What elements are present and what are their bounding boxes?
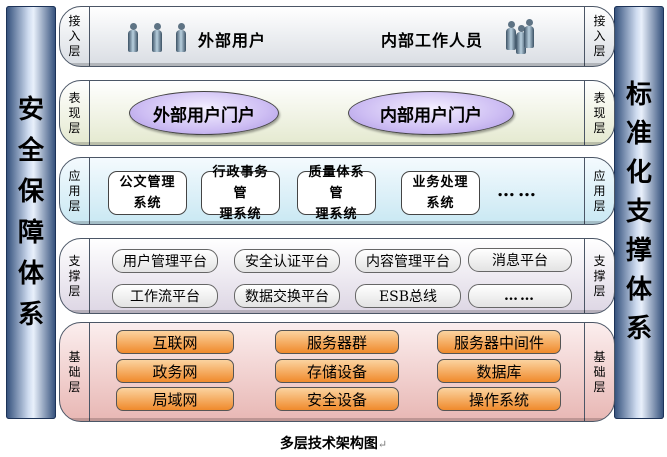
- pillar-char: 标: [625, 80, 652, 110]
- layer-label-right: 支撑层: [584, 239, 614, 313]
- data-exchange-platform[interactable]: 数据交换平台: [234, 284, 340, 308]
- external-user-portal[interactable]: 外部用户门户: [129, 91, 279, 135]
- internal-user-portal[interactable]: 内部用户门户: [348, 91, 514, 135]
- user-icon: [175, 23, 187, 53]
- internet-item[interactable]: 互联网: [116, 330, 234, 354]
- pillar-char: 支: [625, 197, 652, 227]
- storage-device-item[interactable]: 存储设备: [275, 359, 399, 383]
- layer-label-right: 应用层: [584, 158, 614, 224]
- paragraph-mark: ↵: [377, 438, 388, 451]
- workflow-platform[interactable]: 工作流平台: [112, 284, 218, 308]
- government-network-item[interactable]: 政务网: [116, 359, 234, 383]
- layer-label-right: 基础层: [584, 323, 614, 421]
- message-platform[interactable]: 消息平台: [468, 248, 572, 272]
- pillar-char: 系: [625, 314, 652, 344]
- foundation-layer: 基础层 互联网 政务网 局域网 服务器群 存储设备 安全设备 服务器中间件 数据…: [59, 322, 615, 422]
- application-layer: 应用层 公文管理系统 行政事务管理系统 质量体系管理系统 业务处理系统 …… 应…: [59, 157, 615, 225]
- staff-icon: [515, 25, 527, 55]
- pillar-char: 撑: [625, 236, 652, 266]
- diagram-caption: 多层技术架构图↵: [0, 433, 667, 453]
- content-management-platform[interactable]: 内容管理平台: [355, 249, 461, 273]
- pillar-char: 全: [17, 135, 44, 166]
- standardization-system-pillar: 标 准 化 支 撑 体 系: [614, 6, 664, 419]
- layer-label-left: 基础层: [60, 323, 90, 421]
- layer-label-left: 应用层: [60, 158, 90, 224]
- pillar-char: 准: [625, 119, 652, 149]
- pillar-char: 保: [17, 176, 44, 207]
- support-layer: 支撑层 用户管理平台 安全认证平台 内容管理平台 消息平台 工作流平台 数据交换…: [59, 238, 615, 314]
- access-layer: 接入层 外部用户 内部工作人员 接入层: [59, 6, 615, 67]
- more-platforms-ellipsis: ……: [468, 284, 572, 308]
- staff-icon: [523, 19, 535, 49]
- pillar-char: 体: [17, 258, 44, 289]
- layer-label-left: 表现层: [60, 81, 90, 145]
- user-icon: [127, 23, 139, 53]
- security-device-item[interactable]: 安全设备: [275, 387, 399, 411]
- pillar-char: 系: [17, 299, 44, 330]
- user-icon: [151, 23, 163, 53]
- database-item[interactable]: 数据库: [437, 359, 561, 383]
- operating-system-item[interactable]: 操作系统: [437, 387, 561, 411]
- server-cluster-item[interactable]: 服务器群: [275, 330, 399, 354]
- pillar-char: 化: [625, 158, 652, 188]
- caption-text: 多层技术架构图: [279, 436, 378, 452]
- document-management-system[interactable]: 公文管理系统: [108, 171, 187, 215]
- pillar-char: 体: [625, 275, 652, 305]
- business-processing-system[interactable]: 业务处理系统: [401, 171, 480, 215]
- server-middleware-item[interactable]: 服务器中间件: [437, 330, 561, 354]
- more-systems-ellipsis: ……: [497, 180, 539, 201]
- layer-label-right: 接入层: [584, 7, 614, 66]
- security-auth-platform[interactable]: 安全认证平台: [234, 249, 340, 273]
- security-system-pillar: 安 全 保 障 体 系: [6, 6, 56, 419]
- layer-label-left: 支撑层: [60, 239, 90, 313]
- staff-icon: [505, 21, 517, 51]
- administrative-affairs-system[interactable]: 行政事务管理系统: [201, 165, 280, 222]
- layer-label-left: 接入层: [60, 7, 90, 66]
- user-management-platform[interactable]: 用户管理平台: [112, 249, 218, 273]
- internal-staff-label: 内部工作人员: [381, 31, 484, 50]
- esb-bus[interactable]: ESB总线: [355, 284, 461, 308]
- external-users-label: 外部用户: [198, 31, 267, 50]
- layer-label-right: 表现层: [584, 81, 614, 145]
- pillar-char: 安: [17, 94, 44, 125]
- lan-item[interactable]: 局域网: [116, 387, 234, 411]
- presentation-layer: 表现层 外部用户门户 内部用户门户 表现层: [59, 80, 615, 146]
- quality-system-management[interactable]: 质量体系管理系统: [297, 165, 376, 222]
- pillar-char: 障: [17, 217, 44, 248]
